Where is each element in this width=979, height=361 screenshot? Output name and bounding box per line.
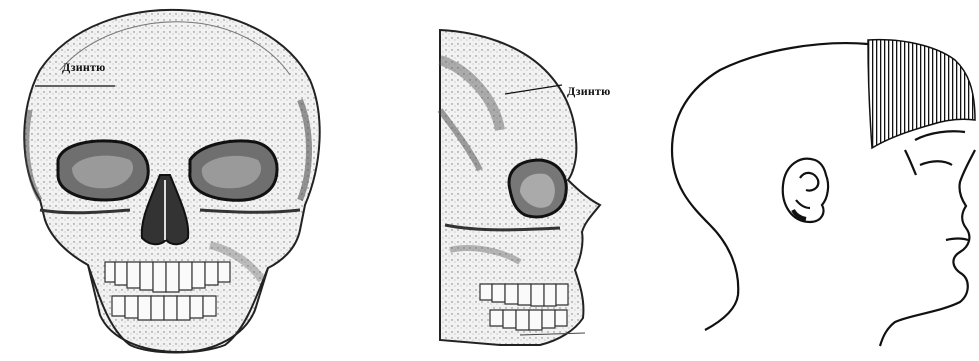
side-skull-label: Дзинтю [567,84,610,99]
ear-outline [783,159,828,222]
side-skull-drawing [440,30,600,345]
head-back-outline [672,43,868,330]
eye-outline [920,161,952,165]
face-profile-outline [880,150,975,346]
front-lower-teeth [112,296,216,320]
front-skull-label: Дзинтю [62,60,105,75]
